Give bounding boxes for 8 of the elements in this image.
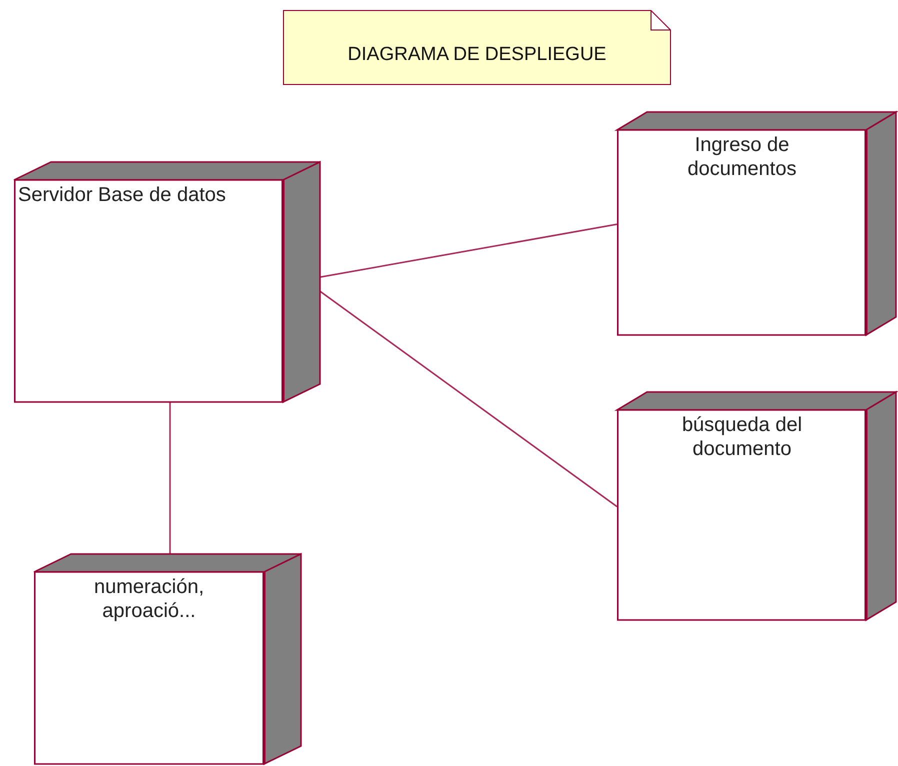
node-label: Ingreso de documentos xyxy=(686,133,798,181)
node-label: numeración, aproació... xyxy=(92,575,206,623)
connector-line xyxy=(320,290,618,508)
node-label: Servidor Base de datos xyxy=(18,183,227,207)
connector-line xyxy=(169,402,171,554)
node-label: búsqueda del documento xyxy=(680,413,804,461)
connector-line xyxy=(320,224,618,278)
diagram-title: DIAGRAMA DE DESPLIEGUE xyxy=(346,44,608,66)
